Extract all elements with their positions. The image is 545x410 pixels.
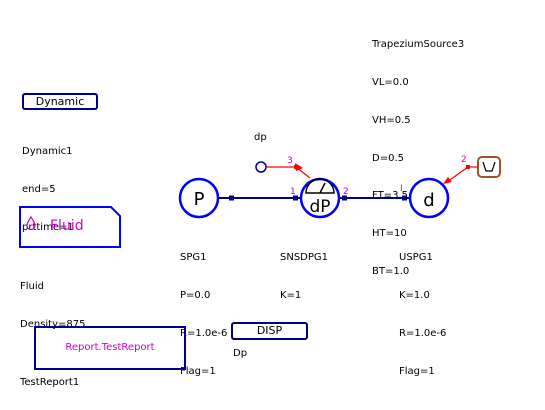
disp-block[interactable]: DISP	[231, 322, 308, 340]
droplet-icon	[26, 216, 36, 230]
fluid-block-frame	[19, 206, 121, 248]
uspg-symbol: d	[423, 190, 434, 211]
fluid-block-label: Fluid	[50, 218, 84, 234]
disp-name: Dp	[233, 348, 248, 359]
fluid-block[interactable]: Fluid	[19, 206, 121, 248]
fluid-params: Fluid Density=875	[20, 256, 85, 344]
snsdpg-component[interactable]: dP	[299, 177, 341, 219]
report-block-label: Report.TestReport	[65, 342, 155, 353]
uspg-param: R=1.0e-6	[399, 327, 447, 339]
spg-component[interactable]: P	[178, 177, 220, 219]
dynamic-param: end=5	[22, 183, 56, 195]
signal-node	[466, 165, 470, 169]
snsdpg-symbol: dP	[309, 197, 330, 217]
signal-arrow-icon	[443, 177, 452, 184]
spg-param: Flag=1	[180, 365, 216, 377]
spg-params: SPG1 P=0.0 R=1.0e-6 Flag=1	[180, 227, 227, 391]
trapezium-param: VH=0.5	[372, 114, 411, 126]
dynamic-block-label: Dynamic	[35, 95, 85, 108]
snsdpg-params: SNSDPG1 K=1	[280, 227, 328, 315]
uspg-param: K=1.0	[399, 289, 430, 301]
fluid-param: Density=875	[20, 318, 86, 330]
port-label: I	[400, 184, 403, 194]
wire-node	[342, 195, 347, 201]
spg-name: SPG1	[180, 252, 207, 264]
trapezium-param: HT=10	[372, 228, 407, 240]
trapezium-source-block[interactable]	[477, 156, 501, 178]
spg-param: P=0.0	[180, 289, 211, 301]
dynamic-block[interactable]: Dynamic	[22, 93, 98, 110]
dp-signal-label: dp	[254, 132, 267, 143]
uspg-params: USPG1 K=1.0 R=1.0e-6 Flag=1	[399, 227, 446, 391]
spg-param: R=1.0e-6	[180, 327, 228, 339]
uspg-signal-wire[interactable]	[446, 166, 469, 183]
uspg-param: Flag=1	[399, 365, 435, 377]
snsdpg-param: K=1	[280, 289, 302, 301]
trapezium-source-name: TrapeziumSource3	[372, 39, 465, 51]
trapezium-source-label: TrapeziumSource3 VL=0.0 VH=0.5 D=0.5 FT=…	[372, 14, 464, 291]
port-label: 1	[290, 187, 296, 197]
trapezium-param: VL=0.0	[372, 76, 409, 88]
snsdpg-name: SNSDPG1	[280, 252, 329, 264]
gauge-icon	[305, 178, 335, 194]
trapezium-icon	[482, 161, 496, 172]
port-label: 2	[343, 187, 349, 197]
dynamic-params: Dynamic1 end=5 prttime=1	[22, 121, 74, 247]
report-block[interactable]: Report.TestReport	[34, 326, 186, 370]
wire-node	[402, 195, 407, 201]
dp-signal-connector[interactable]	[255, 161, 267, 173]
spg-symbol: P	[194, 189, 205, 210]
gauge-needle-icon	[319, 182, 326, 194]
port-label: 3	[287, 156, 293, 166]
report-name: TestReport1	[20, 377, 80, 388]
fluid-name: Fluid	[20, 281, 44, 293]
uspg-component[interactable]: d	[408, 177, 450, 219]
trapezium-param: FT=3.5	[372, 190, 408, 202]
signal-node	[294, 165, 298, 169]
trapezium-param: BT=1.0	[372, 265, 410, 277]
wire-node	[293, 195, 298, 201]
disp-block-label: DISP	[256, 324, 283, 337]
port-label: 2	[461, 155, 467, 165]
wire-node	[229, 195, 234, 201]
dynamic-param: prttime=1	[22, 221, 74, 233]
trapezium-param: D=0.5	[372, 152, 404, 164]
dynamic-name: Dynamic1	[22, 146, 73, 158]
uspg-name: USPG1	[399, 252, 433, 264]
